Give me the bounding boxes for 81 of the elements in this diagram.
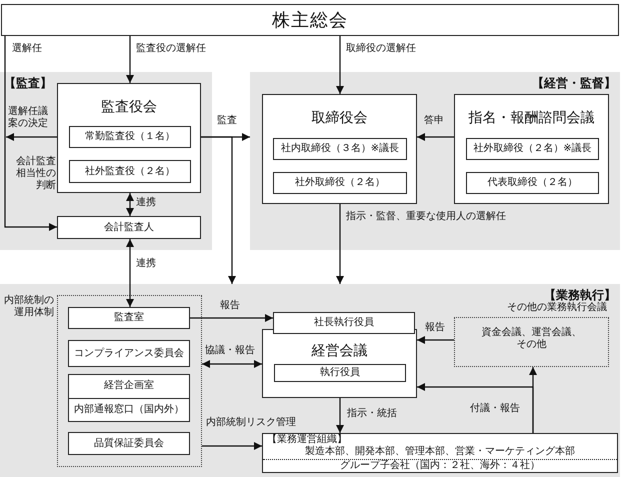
arrow [336, 398, 344, 433]
box-text: 社長執行役員 [314, 317, 374, 329]
member-box [273, 172, 407, 194]
edge-label: 報告 [425, 322, 445, 334]
meeting-box [1, 4, 619, 36]
box-text: 資金会議、運営会議、その他 [480, 327, 582, 351]
committee-box [57, 83, 201, 193]
arrow [6, 133, 57, 141]
member-box [68, 340, 190, 367]
edge-label: 答申 [424, 115, 444, 127]
meeting-title: 株主総会 [272, 9, 348, 32]
box-text: 社外取締役（２名）※議長 [473, 143, 592, 155]
section-band [0, 284, 620, 477]
edge-label: 監査役の選解任 [136, 43, 206, 55]
arrow [126, 193, 134, 216]
box-title: 【業務運営組織】 [266, 434, 348, 446]
member-box [273, 312, 415, 334]
box-text: 社内取締役（３名）※議長 [280, 143, 400, 155]
arrow [126, 239, 134, 307]
edge-label: 報告 [220, 300, 240, 312]
member-box [69, 126, 191, 148]
section-label: 【監査】 [4, 75, 52, 92]
office-box [68, 374, 190, 422]
note-text: 会計監査相当性の判断 [15, 156, 56, 192]
box-text: 経営企画室 [104, 380, 154, 392]
arrow [336, 204, 344, 284]
section-band [0, 72, 212, 250]
member-box [68, 307, 190, 329]
arrow [202, 360, 262, 368]
arrow [190, 314, 273, 322]
box-title: 経営会議 [312, 342, 368, 360]
edge-label: 監査 [217, 115, 237, 127]
edge-label: 取締役の選解任 [346, 43, 416, 55]
arrow [417, 133, 454, 141]
box-title: 取締役会 [312, 109, 368, 127]
box-text: 執行役員 [320, 367, 360, 379]
edge-label: 内部統制リスク管理 [206, 417, 296, 429]
member-box [466, 172, 599, 194]
committee-box [262, 329, 417, 398]
committee-box [262, 94, 417, 204]
edge-label: 選解任議案の決定 [8, 106, 49, 130]
box-text: 監査室 [114, 312, 144, 324]
box-text: 社外監査役（２名） [85, 166, 175, 178]
edge-label: 協議・報告 [205, 345, 255, 357]
edge-label: 連携 [136, 197, 156, 209]
organization-box [262, 433, 618, 473]
edge-label: 付議・報告 [470, 403, 520, 415]
member-box [68, 432, 190, 455]
edge-label: 連携 [136, 258, 156, 270]
group-heading: その他の業務執行会議 [507, 301, 607, 315]
box-text: 製造本部、開発本部、管理本部、営業・マーケティング本部 [304, 446, 576, 458]
edge-label: 指示・監督、重要な使用人の選解任 [346, 211, 506, 223]
arrow [417, 336, 454, 344]
box-text: 品質保証委員会 [94, 438, 164, 450]
arrow [529, 367, 537, 433]
edge-label: 選解任 [12, 43, 42, 55]
member-box [69, 160, 191, 183]
box-text: 会計監査人 [104, 222, 154, 234]
arrow [4, 36, 57, 231]
box-text: グループ子会社（国内：２社、海外：４社） [263, 459, 617, 472]
arrow [202, 442, 262, 450]
box-text: 常勤監査役（１名） [85, 131, 175, 143]
member-box [57, 216, 201, 239]
arrow [201, 136, 236, 284]
box-text: コンプライアンス委員会 [74, 348, 184, 360]
box-text: 内部通報窓口（国内外） [74, 404, 184, 416]
member-box [274, 364, 406, 382]
committee-box [454, 94, 609, 204]
box-text: 社外取締役（２名） [295, 177, 385, 189]
arrow [336, 36, 344, 94]
group-heading: 内部統制の運用体制 [3, 295, 54, 319]
section-label: 【経営・監督】 [532, 75, 616, 92]
member-box [466, 138, 599, 160]
edge-label: 指示・統括 [347, 408, 397, 420]
member-box [273, 138, 407, 160]
section-band [250, 72, 620, 250]
box-text: 代表取締役（２名） [488, 177, 578, 189]
arrow [126, 36, 134, 83]
box-title: 指名・報酬諮問会議 [468, 109, 594, 127]
box-title: 監査役会 [101, 98, 157, 116]
section-label: 【業務執行】 [544, 287, 616, 302]
